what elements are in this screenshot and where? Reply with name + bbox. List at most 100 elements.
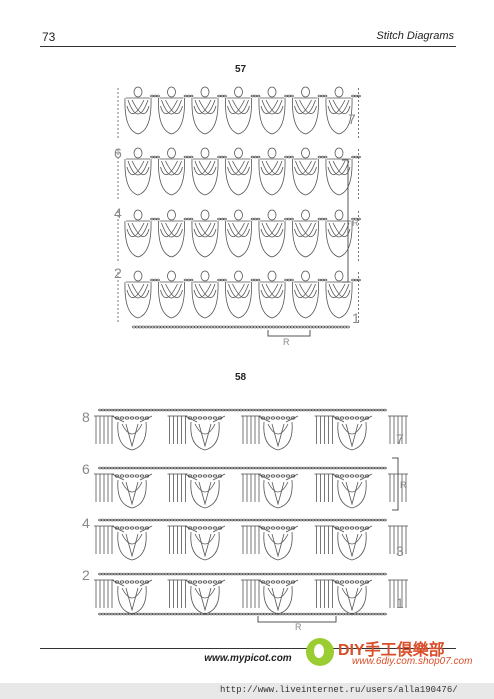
foundation-chain-stitch — [152, 612, 156, 616]
chain-stitch — [134, 466, 138, 470]
foundation-chain-stitch — [338, 612, 342, 616]
chain-stitch — [326, 518, 330, 522]
chain-stitch — [296, 572, 300, 576]
chain-stitch — [248, 408, 252, 412]
chain-stitch — [341, 572, 345, 576]
chain-stitch — [131, 518, 135, 522]
chain-stitch — [122, 518, 126, 522]
foundation-chain-stitch — [284, 612, 288, 616]
chain-stitch — [98, 572, 102, 576]
chain-stitch — [275, 466, 279, 470]
chain-stitch — [200, 572, 204, 576]
chain-stitch — [248, 518, 252, 522]
foundation-chain-stitch — [182, 612, 186, 616]
chain-stitch — [149, 466, 153, 470]
chain-stitch — [380, 408, 384, 412]
chain-stitch — [110, 408, 114, 412]
chain-stitch — [239, 466, 243, 470]
chain-stitch — [251, 518, 255, 522]
shell-motif — [124, 209, 160, 258]
chain-stitch — [212, 518, 216, 522]
chain-stitch — [251, 572, 255, 576]
chain-stitch — [155, 518, 159, 522]
chain-stitch — [224, 518, 228, 522]
chain-stitch — [290, 518, 294, 522]
chain-stitch — [209, 518, 213, 522]
chain-stitch — [260, 466, 264, 470]
chain-stitch — [101, 518, 105, 522]
chain-stitch — [266, 408, 270, 412]
fan-motif — [111, 415, 153, 451]
chain-stitch — [203, 518, 207, 522]
chain-stitch — [185, 408, 189, 412]
chain-stitch — [338, 518, 342, 522]
chain-stitch — [281, 518, 285, 522]
shell-motif — [292, 209, 328, 258]
repeat-bracket-side — [392, 457, 399, 511]
chain-stitch — [164, 518, 168, 522]
chain-stitch — [128, 466, 132, 470]
chain-stitch — [170, 466, 174, 470]
chain-stitch — [182, 466, 186, 470]
shell-motif — [191, 147, 227, 196]
chain-stitch — [131, 572, 135, 576]
chain-stitch — [242, 466, 246, 470]
fan-motif — [184, 525, 226, 561]
chain-stitch — [347, 408, 351, 412]
chain-stitch — [350, 466, 354, 470]
shell-motif — [325, 147, 361, 196]
chain-stitch — [155, 408, 159, 412]
chain-stitch — [107, 466, 111, 470]
chain-stitch — [146, 572, 150, 576]
chain-stitch — [155, 466, 159, 470]
chain-stitch — [119, 518, 123, 522]
foundation-chain-stitch — [206, 612, 210, 616]
chain-stitch — [104, 466, 108, 470]
foundation-chain-stitch — [251, 612, 255, 616]
chain-stitch — [128, 518, 132, 522]
foundation-chain-stitch — [122, 612, 126, 616]
chain-stitch — [257, 572, 261, 576]
chain-stitch — [230, 518, 234, 522]
repeat-label-side: R — [352, 218, 359, 228]
chain-stitch — [377, 408, 381, 412]
chain-stitch — [266, 466, 270, 470]
foundation-chain-stitch — [341, 612, 345, 616]
chain-stitch — [197, 466, 201, 470]
chain-stitch — [284, 572, 288, 576]
chain-stitch — [98, 408, 102, 412]
foundation-chain-stitch — [188, 612, 192, 616]
figure-58-title: 58 — [235, 372, 247, 383]
chain-stitch — [227, 518, 231, 522]
chain-stitch — [236, 572, 240, 576]
chain-stitch — [317, 572, 321, 576]
chain-stitch — [311, 466, 315, 470]
foundation-chain-stitch — [146, 612, 150, 616]
chain-stitch — [233, 466, 237, 470]
chain-stitch — [155, 572, 159, 576]
chain-stitch — [245, 466, 249, 470]
chain-stitch — [332, 518, 336, 522]
chain-stitch — [191, 572, 195, 576]
chain-stitch — [170, 408, 174, 412]
chain-stitch — [170, 518, 174, 522]
shell-motif — [191, 86, 227, 135]
foundation-chain-stitch — [113, 612, 117, 616]
chain-stitch — [344, 572, 348, 576]
chain-stitch — [185, 572, 189, 576]
chain-stitch — [233, 518, 237, 522]
chain-stitch — [161, 466, 165, 470]
chain-stitch — [347, 518, 351, 522]
chain-stitch — [149, 518, 153, 522]
chain-stitch — [236, 466, 240, 470]
fan-motif — [331, 415, 373, 451]
chain-stitch — [347, 572, 351, 576]
shell-motif — [158, 270, 194, 319]
foundation-chain-stitch — [212, 612, 216, 616]
chain-stitch — [239, 408, 243, 412]
page-title: Stitch Diagrams — [376, 30, 454, 42]
shell-motif — [124, 86, 160, 135]
diagram-58-motifs — [94, 408, 408, 616]
chain-stitch — [119, 408, 123, 412]
